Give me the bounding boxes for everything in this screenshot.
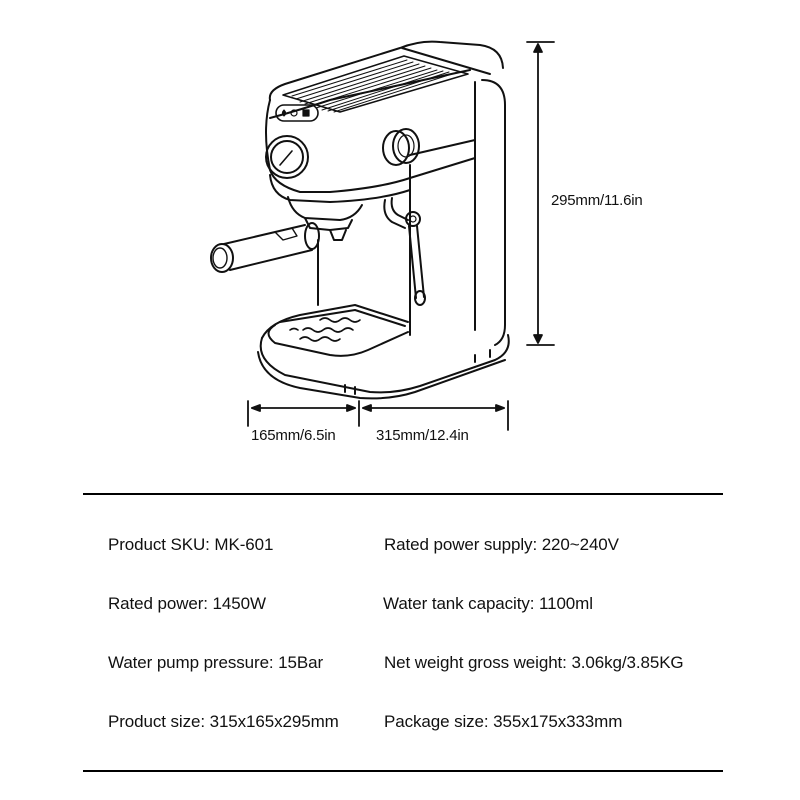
control-panel	[281, 109, 310, 117]
spec-value: 15Bar	[278, 653, 324, 672]
spec-product-sku: Product SKU: MK-601	[108, 535, 273, 555]
espresso-machine-illustration	[210, 40, 555, 431]
pressure-gauge-icon	[265, 135, 309, 179]
height-dimension-label: 295mm/11.6in	[551, 192, 643, 209]
spec-label: Net weight gross weight:	[384, 653, 567, 672]
width-dimension-label: 315mm/12.4in	[376, 427, 469, 444]
machine-body	[265, 40, 506, 346]
spec-label: Product size:	[108, 712, 205, 731]
spec-product-size: Product size: 315x165x295mm	[108, 712, 339, 732]
spec-label: Water tank capacity:	[383, 594, 535, 613]
spec-value: 315x165x295mm	[209, 712, 339, 731]
group-head	[287, 196, 363, 241]
spec-label: Package size:	[384, 712, 489, 731]
depth-dimension-label: 165mm/6.5in	[251, 427, 336, 444]
steam-icon	[302, 109, 310, 117]
width-dimension-lines	[247, 400, 509, 431]
steam-wand	[383, 197, 426, 306]
spec-label: Product SKU:	[108, 535, 210, 554]
spec-value: 220~240V	[541, 535, 619, 554]
bottom-divider	[83, 770, 723, 772]
power-icon	[290, 109, 298, 117]
spec-water-tank: Water tank capacity: 1100ml	[383, 594, 593, 614]
spec-value: 3.06kg/3.85KG	[571, 653, 684, 672]
height-dimension-line	[526, 41, 555, 346]
spec-power-supply: Rated power supply: 220~240V	[384, 535, 619, 555]
spec-value: MK-601	[214, 535, 274, 554]
top-divider	[83, 493, 723, 495]
spec-value: 1100ml	[539, 594, 593, 613]
spec-weight: Net weight gross weight: 3.06kg/3.85KG	[384, 653, 684, 673]
spec-label: Rated power:	[108, 594, 208, 613]
drip-tray-base	[257, 304, 510, 400]
spec-pump-pressure: Water pump pressure: 15Bar	[108, 653, 323, 673]
spec-value: 355x175x333mm	[493, 712, 623, 731]
spec-rated-power: Rated power: 1450W	[108, 594, 266, 614]
steam-knob-icon	[382, 128, 420, 166]
spec-label: Rated power supply:	[384, 535, 538, 554]
spec-package-size: Package size: 355x175x333mm	[384, 712, 622, 732]
spec-label: Water pump pressure:	[108, 653, 274, 672]
spec-value: 1450W	[212, 594, 266, 613]
portafilter	[210, 222, 320, 273]
water-drop-icon	[281, 109, 287, 117]
